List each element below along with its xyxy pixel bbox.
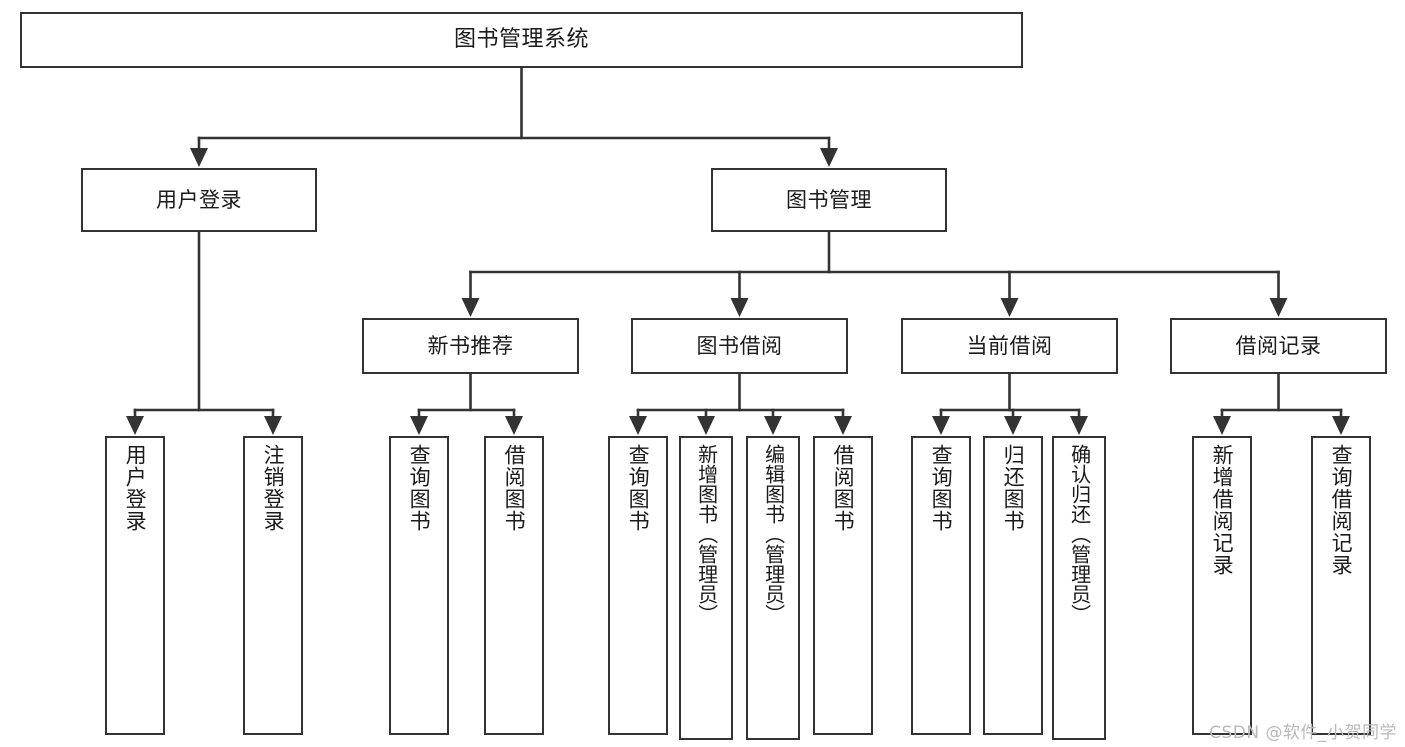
arrowhead-icon — [264, 416, 282, 435]
node-leaf-edit-book[interactable]: 编辑图书（管理员） — [746, 436, 800, 740]
node-leaf-borrow-book-1[interactable]: 借阅图书 — [484, 436, 544, 735]
node-label: 当前借阅 — [966, 333, 1053, 358]
node-label: 借阅记录 — [1235, 333, 1322, 358]
node-label: 编辑图书（管理员） — [761, 444, 786, 624]
arrowhead-icon — [834, 416, 852, 435]
node-label: 查询图书 — [626, 444, 651, 532]
arrowhead-icon — [1070, 416, 1088, 435]
node-leaf-logout[interactable]: 注销登录 — [243, 436, 303, 735]
node-label: 图书管理 — [786, 187, 872, 212]
arrowhead-icon — [1332, 416, 1350, 435]
arrowhead-icon — [932, 416, 950, 435]
arrowhead-icon — [764, 416, 782, 435]
arrowhead-icon — [461, 298, 480, 317]
node-current-borrow[interactable]: 当前借阅 — [901, 318, 1118, 374]
node-label: 用户登录 — [123, 444, 148, 532]
arrowhead-icon — [820, 148, 838, 167]
node-leaf-return-book[interactable]: 归还图书 — [983, 436, 1043, 735]
node-label: 查询图书 — [407, 444, 432, 532]
arrowhead-icon — [410, 416, 428, 435]
node-leaf-query-book-3[interactable]: 查询图书 — [911, 436, 971, 735]
csdn-watermark: CSDN @软件_小贺同学 — [1209, 723, 1397, 743]
node-book-borrow[interactable]: 图书借阅 — [631, 318, 848, 374]
node-label: 新增图书（管理员） — [694, 444, 719, 624]
node-label: 确认归还（管理员） — [1067, 444, 1092, 624]
node-label: 查询借阅记录 — [1329, 444, 1354, 576]
node-book-manage[interactable]: 图书管理 — [711, 168, 947, 232]
node-label: 图书管理系统 — [453, 27, 589, 53]
node-leaf-query-book-1[interactable]: 查询图书 — [389, 436, 449, 735]
node-user-login[interactable]: 用户登录 — [81, 168, 317, 232]
node-leaf-add-record[interactable]: 新增借阅记录 — [1192, 436, 1252, 735]
arrowhead-icon — [697, 416, 715, 435]
node-label: 图书借阅 — [696, 333, 783, 358]
arrowhead-icon — [1213, 416, 1231, 435]
node-leaf-add-book[interactable]: 新增图书（管理员） — [679, 436, 733, 740]
arrowhead-icon — [190, 148, 208, 167]
node-leaf-confirm-return[interactable]: 确认归还（管理员） — [1052, 436, 1106, 740]
arrowhead-icon — [1000, 298, 1019, 317]
node-leaf-query-book-2[interactable]: 查询图书 — [608, 436, 668, 735]
arrowhead-icon — [505, 416, 523, 435]
node-label: 新增借阅记录 — [1210, 444, 1235, 576]
arrowhead-icon — [730, 298, 749, 317]
arrowhead-icon — [1004, 416, 1022, 435]
node-new-book-rec[interactable]: 新书推荐 — [362, 318, 579, 374]
node-label: 查询图书 — [929, 444, 954, 532]
arrowhead-icon — [1269, 298, 1288, 317]
node-leaf-borrow-book-2[interactable]: 借阅图书 — [813, 436, 873, 735]
node-leaf-user-login[interactable]: 用户登录 — [105, 436, 165, 735]
node-leaf-query-record[interactable]: 查询借阅记录 — [1311, 436, 1371, 735]
node-label: 用户登录 — [156, 187, 242, 212]
node-label: 新书推荐 — [427, 333, 514, 358]
node-label: 借阅图书 — [502, 444, 527, 532]
arrowhead-icon — [126, 416, 144, 435]
node-borrow-record[interactable]: 借阅记录 — [1170, 318, 1387, 374]
node-label: 注销登录 — [261, 444, 286, 532]
node-label: 借阅图书 — [831, 444, 856, 532]
arrowhead-icon — [629, 416, 647, 435]
node-root-system-title[interactable]: 图书管理系统 — [20, 12, 1023, 68]
node-label: 归还图书 — [1001, 444, 1026, 532]
